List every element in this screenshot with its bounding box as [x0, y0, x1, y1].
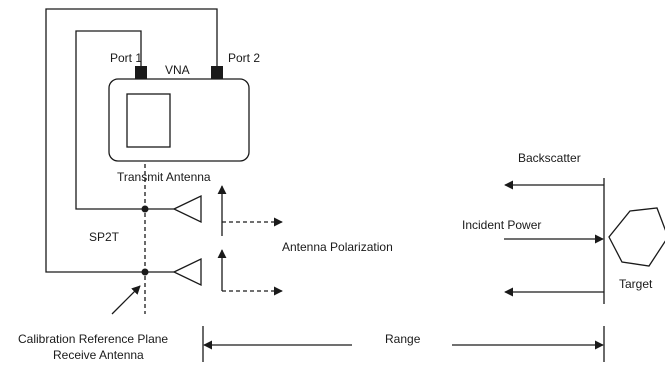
port2-cable [45, 8, 218, 273]
target-label: Target [619, 277, 653, 291]
vna-instrument [108, 66, 250, 162]
transmit-antenna-label: Transmit Antenna [117, 170, 211, 184]
port2-connector [211, 66, 223, 79]
calibration-pointer-arrow [111, 285, 141, 315]
range-label: Range [385, 332, 421, 346]
backscatter-label: Backscatter [518, 151, 581, 165]
receive-antenna-label: Receive Antenna [53, 348, 144, 362]
incident-power-label: Incident Power [462, 218, 541, 232]
calibration-reference-plane-label: Calibration Reference Plane [18, 332, 168, 346]
sp2t-junction-bottom [141, 268, 149, 276]
receive-antenna-horn [172, 257, 202, 287]
vna-screen [126, 93, 171, 148]
port2-label: Port 2 [228, 51, 260, 65]
sp2t-junction-top [141, 205, 149, 213]
antenna-polarization-label: Antenna Polarization [282, 240, 393, 254]
port1-connector [135, 66, 147, 79]
vna-label: VNA [165, 63, 190, 77]
target-shape [608, 207, 665, 267]
port1-label: Port 1 [110, 51, 142, 65]
port1-cable [75, 30, 174, 210]
transmit-antenna-horn [172, 194, 202, 224]
sp2t-label: SP2T [89, 230, 120, 244]
